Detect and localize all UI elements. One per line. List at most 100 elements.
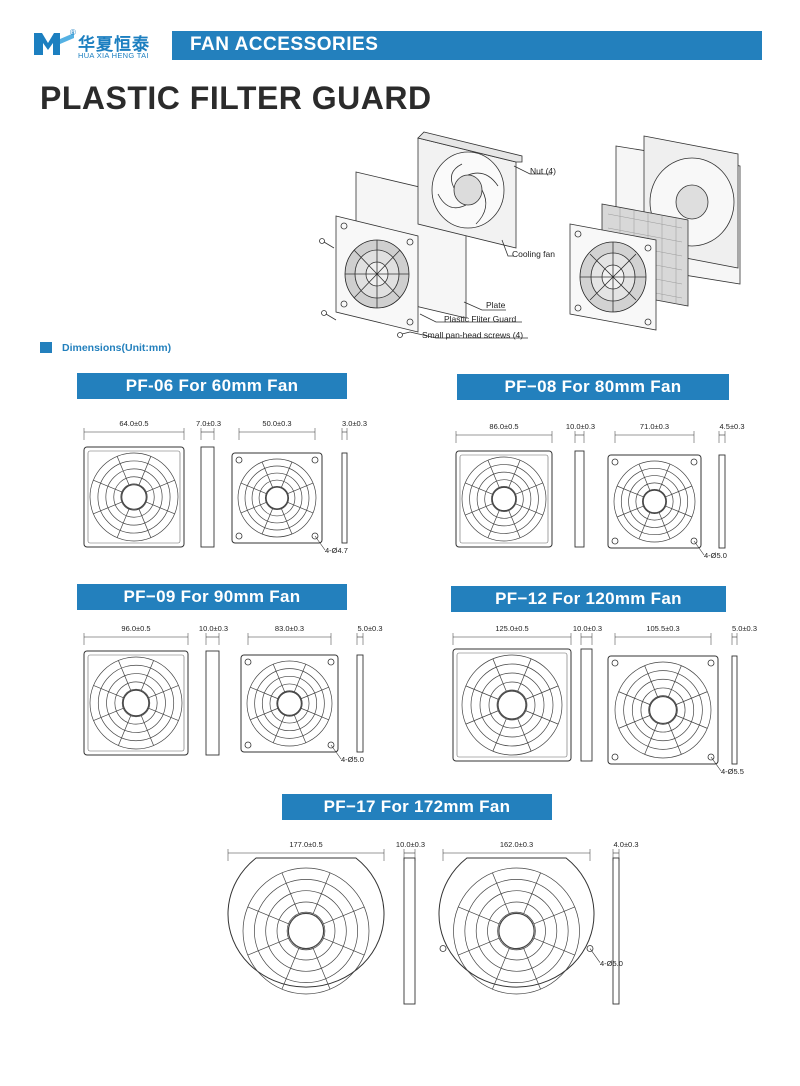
plate-grille bbox=[246, 660, 333, 747]
callout-nut: Nut (4) bbox=[530, 166, 556, 176]
thickness-label: 4.5±0.3 bbox=[719, 422, 745, 431]
hole-pitch-label: 83.0±0.3 bbox=[274, 624, 305, 633]
plate-side-profile bbox=[718, 454, 726, 549]
depth-label: 10.0±0.3 bbox=[395, 840, 426, 849]
mounting-hole bbox=[244, 658, 252, 666]
side-profile bbox=[403, 857, 416, 1005]
front-view-outline bbox=[227, 857, 385, 988]
hole-pitch-label: 162.0±0.3 bbox=[499, 840, 534, 849]
hole-spec-label: 4-Ø5.5 bbox=[721, 767, 744, 776]
thickness-label: 3.0±0.3 bbox=[342, 419, 367, 428]
plate-grille bbox=[453, 867, 580, 995]
front-view-grille bbox=[461, 654, 563, 756]
side-profile bbox=[574, 450, 585, 548]
brand-name-cn: 华夏恒泰 bbox=[78, 35, 150, 55]
plate-grille bbox=[613, 460, 696, 543]
brand-logo: ® 华夏恒泰 HUA XIA HENG TAI bbox=[28, 28, 170, 62]
outer-size-label: 96.0±0.5 bbox=[121, 624, 151, 633]
front-view-grille bbox=[89, 656, 183, 750]
plate-side-profile bbox=[356, 654, 364, 753]
thickness-label: 5.0±0.3 bbox=[732, 624, 757, 633]
thickness-label: 5.0±0.3 bbox=[357, 624, 383, 633]
front-view-outline bbox=[455, 450, 553, 548]
plate-outline bbox=[240, 654, 339, 753]
mounting-hole bbox=[611, 537, 619, 545]
depth-label: 10.0±0.3 bbox=[565, 422, 596, 431]
outer-size-label: 125.0±0.5 bbox=[495, 624, 529, 633]
registered-mark: ® bbox=[70, 28, 76, 37]
plate-outline bbox=[231, 452, 323, 544]
plate-side-profile bbox=[612, 857, 620, 1005]
side-profile bbox=[200, 446, 215, 548]
section-title: FAN ACCESSORIES bbox=[190, 34, 379, 55]
exploded-assembly-diagram: Nut (4) Cooling fan Plate Plastic Fliter… bbox=[316, 128, 760, 348]
brand-logo-mark-icon bbox=[34, 33, 74, 55]
dimensions-heading: Dimensions(Unit:mm) bbox=[62, 342, 172, 354]
front-view-grille bbox=[461, 456, 547, 542]
mounting-hole bbox=[586, 945, 594, 952]
mounting-hole bbox=[707, 659, 715, 667]
plate-side-profile bbox=[731, 655, 738, 765]
hole-leader bbox=[693, 540, 705, 556]
hole-leader bbox=[710, 756, 722, 772]
mounting-hole bbox=[707, 753, 715, 761]
model-title-bar: PF−17 For 172mm Fan bbox=[282, 794, 552, 820]
mounting-hole bbox=[327, 741, 335, 749]
callout-plate: Plate bbox=[486, 300, 506, 310]
plate-grille bbox=[614, 661, 712, 759]
hole-leader bbox=[314, 535, 326, 551]
outer-size-label: 64.0±0.5 bbox=[119, 419, 149, 428]
outer-size-label: 177.0±0.5 bbox=[289, 840, 323, 849]
callout-cooling-fan: Cooling fan bbox=[512, 249, 556, 259]
hole-spec-label: 4-Ø5.0 bbox=[600, 958, 623, 968]
exploded-assembly-drawing bbox=[319, 131, 741, 339]
hole-spec-label: 4-Ø4.7 bbox=[325, 546, 348, 555]
thickness-label: 4.0±0.3 bbox=[613, 840, 639, 849]
callout-screws: Small pan-head screws (4) bbox=[422, 330, 524, 340]
mounting-hole bbox=[611, 659, 619, 667]
depth-label: 7.0±0.3 bbox=[196, 419, 221, 428]
front-view-outline bbox=[452, 648, 572, 762]
outer-size-label: 86.0±0.5 bbox=[489, 422, 519, 431]
mounting-hole bbox=[690, 458, 698, 466]
hole-pitch-label: 105.5±0.3 bbox=[646, 624, 680, 633]
plate-outline bbox=[607, 454, 702, 549]
mounting-hole bbox=[311, 532, 319, 540]
plate-outline bbox=[438, 857, 595, 988]
mounting-hole bbox=[235, 532, 243, 540]
front-view-grille bbox=[89, 452, 179, 542]
mounting-hole bbox=[611, 458, 619, 466]
hole-spec-label: 4-Ø5.0 bbox=[704, 551, 727, 560]
section-header-bar: FAN ACCESSORIES bbox=[172, 31, 762, 60]
brand-name-en: HUA XIA HENG TAI bbox=[78, 51, 149, 60]
side-profile bbox=[580, 648, 593, 762]
hole-pitch-label: 50.0±0.3 bbox=[262, 419, 292, 428]
mounting-hole bbox=[690, 537, 698, 545]
front-view-outline bbox=[83, 446, 185, 548]
mounting-hole bbox=[244, 741, 252, 749]
model-title-bar: PF−12 For 120mm Fan bbox=[451, 586, 726, 612]
depth-label: 10.0±0.3 bbox=[572, 624, 603, 633]
hole-leader bbox=[589, 948, 601, 963]
callout-filter-guard: Plastic Fliter Guard bbox=[444, 314, 517, 324]
mounting-hole bbox=[311, 456, 319, 464]
depth-label: 10.0±0.3 bbox=[198, 624, 229, 633]
dimensions-bullet bbox=[40, 342, 52, 353]
mounting-hole bbox=[439, 945, 447, 952]
mounting-hole bbox=[611, 753, 619, 761]
mounting-hole bbox=[327, 658, 335, 666]
hole-pitch-label: 71.0±0.3 bbox=[639, 422, 670, 431]
plate-grille bbox=[237, 458, 317, 538]
mounting-hole bbox=[235, 456, 243, 464]
model-title-bar: PF-06 For 60mm Fan bbox=[77, 373, 347, 399]
plate-outline bbox=[607, 655, 719, 765]
page-title: PLASTIC FILTER GUARD bbox=[40, 80, 432, 116]
front-view-grille bbox=[242, 867, 370, 995]
hole-leader bbox=[330, 744, 342, 760]
side-profile bbox=[205, 650, 220, 756]
front-view-outline bbox=[83, 650, 189, 756]
model-title-bar: PF−08 For 80mm Fan bbox=[457, 374, 729, 400]
plate-side-profile bbox=[341, 452, 348, 544]
model-title-bar: PF−09 For 90mm Fan bbox=[77, 584, 347, 610]
hole-spec-label: 4-Ø5.0 bbox=[341, 755, 364, 764]
